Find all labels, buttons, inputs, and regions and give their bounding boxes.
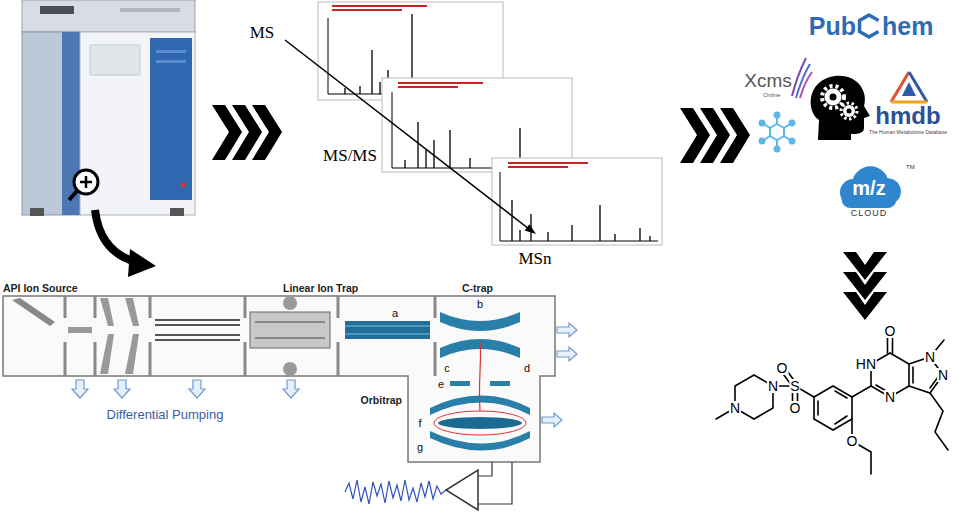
pubchem-logo-mark bbox=[860, 15, 879, 37]
atom-label: O bbox=[776, 361, 789, 375]
atom-label: N bbox=[729, 401, 741, 415]
ms-level: MSn bbox=[518, 250, 551, 267]
callout-letter: g bbox=[417, 442, 423, 453]
atom-label: N bbox=[767, 379, 779, 393]
logo-text: Pub bbox=[809, 14, 856, 39]
atom-label: O bbox=[789, 401, 802, 415]
logo-text: hmdb bbox=[875, 104, 940, 128]
part-name: API Ion Source bbox=[3, 283, 78, 294]
logo-subtitle: Online bbox=[763, 92, 780, 98]
logo-caption: CLOUD bbox=[851, 209, 888, 219]
chemical-structure bbox=[716, 331, 948, 474]
atom-label: N bbox=[924, 350, 936, 364]
atom-label: O bbox=[884, 324, 897, 338]
zoom-arrow bbox=[95, 210, 156, 277]
atom-label: O bbox=[846, 434, 859, 448]
chevron-down bbox=[843, 252, 887, 320]
detector-amplifier bbox=[345, 462, 512, 510]
chevron-arrow bbox=[212, 105, 282, 160]
logo-text: hem bbox=[882, 14, 933, 39]
trademark: TM bbox=[906, 164, 915, 170]
ms-level: MS/MS bbox=[323, 147, 377, 164]
part-name: Differential Pumping bbox=[107, 408, 224, 421]
instrument-schematic bbox=[3, 296, 555, 462]
part-name: Orbitrap bbox=[361, 395, 402, 406]
hmdb-logo-mark bbox=[891, 72, 927, 102]
atom-label: S bbox=[789, 379, 800, 393]
pump-arrow bbox=[72, 323, 577, 427]
atom-label: N bbox=[937, 368, 949, 382]
logo-subtitle: The Human Metabolome Database bbox=[869, 130, 947, 135]
xcms-logo-mark bbox=[792, 58, 812, 98]
magnifier-icon bbox=[69, 170, 98, 200]
atom-label: N bbox=[884, 390, 896, 404]
atom-label: HN bbox=[855, 357, 877, 371]
chevron-arrow bbox=[680, 108, 750, 163]
part-name: C-trap bbox=[462, 283, 493, 294]
molecule-icon bbox=[760, 113, 795, 152]
part-name: Linear Ion Trap bbox=[283, 283, 358, 294]
instrument-photo bbox=[22, 0, 195, 216]
logo-cloud: m/zCLOUD bbox=[833, 165, 905, 219]
ms-level-arrow bbox=[285, 40, 536, 234]
callout-letter: e bbox=[438, 379, 444, 390]
callout-letter: b bbox=[477, 299, 483, 310]
logo-text: Xcms bbox=[744, 71, 792, 90]
callout-letter: f bbox=[418, 418, 421, 429]
cloud-shape bbox=[840, 166, 901, 208]
ms-level: MS bbox=[250, 24, 275, 41]
callout-letter: d bbox=[524, 363, 530, 374]
spectrum-panel bbox=[492, 158, 662, 245]
logo-text: m/z bbox=[852, 177, 885, 199]
brain-gear-icon bbox=[811, 76, 870, 140]
callout-letter: a bbox=[392, 308, 398, 319]
callout-letter: c bbox=[444, 363, 450, 374]
